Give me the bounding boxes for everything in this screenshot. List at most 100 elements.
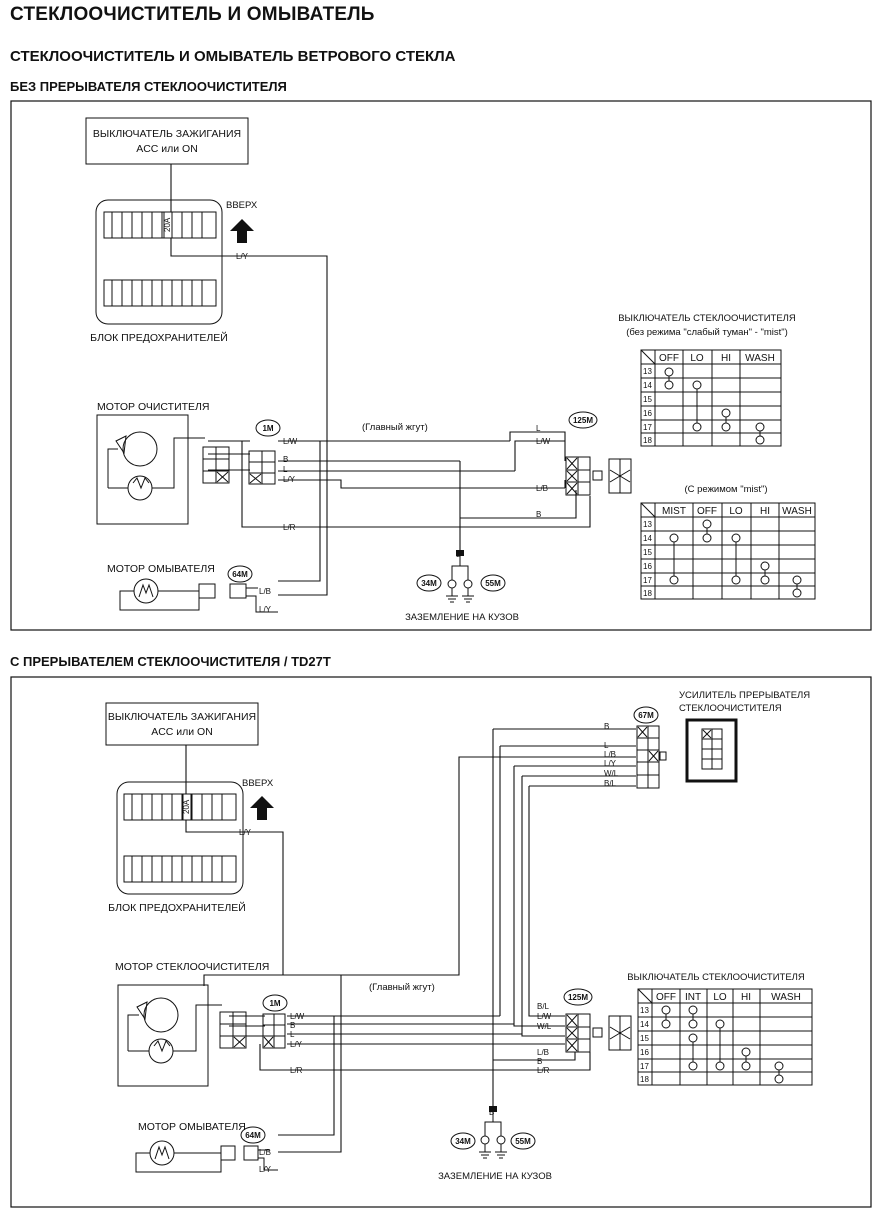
page-title: СТЕКЛООЧИСТИТЕЛЬ И ОМЫВАТЕЛЬ [10, 4, 375, 25]
svg-text:MIST: MIST [662, 506, 686, 517]
section1-frame [10, 100, 872, 631]
switch-note-1: (без режима "слабый туман" - "mist") [626, 327, 788, 338]
svg-text:W/L: W/L [604, 769, 619, 778]
connector-125m-2: 125M [563, 988, 632, 1053]
svg-text:B: B [283, 455, 288, 464]
svg-text:L/W: L/W [537, 1012, 552, 1021]
switch-title-1: ВЫКЛЮЧАТЕЛЬ СТЕКЛООЧИСТИТЕЛЯ [618, 313, 796, 324]
svg-text:14: 14 [643, 534, 652, 543]
svg-text:16: 16 [643, 409, 652, 418]
svg-text:L/Y: L/Y [283, 475, 296, 484]
svg-text:ВЫКЛЮЧАТЕЛЬ ЗАЖИГАНИЯ: ВЫКЛЮЧАТЕЛЬ ЗАЖИГАНИЯ [108, 711, 256, 723]
svg-text:17: 17 [640, 1062, 649, 1071]
svg-text:WASH: WASH [745, 353, 775, 364]
page-subtitle: СТЕКЛООЧИСТИТЕЛЬ И ОМЫВАТЕЛЬ ВЕТРОВОГО С… [10, 48, 456, 65]
ignition-switch-1: ВЫКЛЮЧАТЕЛЬ ЗАЖИГАНИЯ ACC или ON [85, 117, 249, 165]
svg-text:INT: INT [685, 992, 701, 1003]
switch-title-2: ВЫКЛЮЧАТЕЛЬ СТЕКЛООЧИСТИТЕЛЯ [627, 972, 805, 983]
svg-text:34M: 34M [421, 579, 437, 588]
svg-text:64M: 64M [232, 570, 248, 579]
svg-text:1M: 1M [269, 999, 280, 1008]
connector-125m-1: 125M [565, 411, 632, 496]
svg-text:B: B [290, 1021, 295, 1030]
washer-motor-2: 64M [135, 1126, 278, 1173]
svg-text:B: B [489, 1108, 494, 1117]
main-harness-label-2: (Главный жгут) [369, 982, 435, 993]
section2-diagram: ВЫКЛЮЧАТЕЛЬ ЗАЖИГАНИЯ ACC или ON 20A БЛО… [10, 676, 872, 1208]
fuse-block-2: 20A [116, 781, 244, 895]
switch-table-2: OFF INT LO HI WASH 13 14 15 16 17 18 [637, 988, 813, 1086]
arrow-up-icon [230, 219, 254, 243]
svg-text:OFF: OFF [656, 992, 676, 1003]
washer-motor-label-2: МОТОР ОМЫВАТЕЛЯ [138, 1121, 246, 1133]
svg-text:L/B: L/B [537, 1048, 549, 1057]
svg-text:125M: 125M [573, 416, 593, 425]
svg-text:18: 18 [643, 436, 652, 445]
svg-text:16: 16 [643, 562, 652, 571]
svg-text:67M: 67M [638, 711, 654, 720]
wires-2 [185, 728, 636, 1153]
svg-text:15: 15 [643, 395, 652, 404]
connector-1m-1: 1M [248, 419, 281, 485]
fuse-block-label-2: БЛОК ПРЕДОХРАНИТЕЛЕЙ [108, 901, 246, 914]
wiper-motor-2 [117, 984, 247, 1087]
svg-text:WASH: WASH [782, 506, 812, 517]
fuse-20a-1: 20A [163, 217, 172, 232]
fuse-block-label-1: БЛОК ПРЕДОХРАНИТЕЛЕЙ [90, 331, 228, 344]
svg-text:13: 13 [643, 367, 652, 376]
svg-text:WASH: WASH [771, 992, 801, 1003]
svg-text:L: L [283, 465, 288, 474]
svg-text:L/Y: L/Y [259, 605, 272, 614]
svg-text:L/B: L/B [536, 484, 548, 493]
svg-text:L/Y: L/Y [236, 252, 249, 261]
svg-text:17: 17 [643, 423, 652, 432]
svg-text:L: L [290, 1030, 295, 1039]
svg-text:ACC или ON: ACC или ON [136, 143, 198, 155]
ground-label-2: ЗАЗЕМЛЕНИЕ НА КУЗОВ [438, 1171, 552, 1182]
svg-text:34M: 34M [455, 1137, 471, 1146]
svg-text:18: 18 [643, 589, 652, 598]
switch-table-mist-1: MIST OFF LO HI WASH 13 14 15 16 17 18 [640, 502, 816, 600]
main-harness-label-1: (Главный жгут) [362, 422, 428, 433]
svg-text:1M: 1M [262, 424, 273, 433]
section1-diagram: ВЫКЛЮЧАТЕЛЬ ЗАЖИГАНИЯ ACC или ON 20A БЛО… [10, 100, 872, 631]
svg-text:64M: 64M [245, 1131, 261, 1140]
ground-label-1: ЗАЗЕМЛЕНИЕ НА КУЗОВ [405, 612, 519, 623]
svg-text:15: 15 [640, 1034, 649, 1043]
svg-text:13: 13 [643, 520, 652, 529]
svg-text:B: B [536, 510, 541, 519]
svg-text:L/B: L/B [604, 750, 616, 759]
up-label-2: ВВЕРХ [242, 778, 274, 789]
svg-text:ACC или ON: ACC или ON [151, 726, 213, 738]
svg-text:HI: HI [741, 992, 751, 1003]
fuse-block-1: 20A [95, 199, 223, 325]
svg-text:15: 15 [643, 548, 652, 557]
svg-text:14: 14 [643, 381, 652, 390]
svg-text:LO: LO [729, 506, 743, 517]
svg-text:OFF: OFF [697, 506, 717, 517]
amplifier-label-2: СТЕКЛООЧИСТИТЕЛЯ [679, 703, 782, 714]
section1-title: БЕЗ ПРЕРЫВАТЕЛЯ СТЕКЛООЧИСТИТЕЛЯ [10, 79, 287, 94]
svg-text:L/Y: L/Y [604, 759, 617, 768]
switch-table-1: OFF LO HI WASH 13 14 15 16 17 18 [640, 349, 782, 447]
svg-text:L/B: L/B [259, 1148, 271, 1157]
mist-note-1: (С режимом "mist") [684, 484, 767, 495]
svg-text:L/B: L/B [259, 587, 271, 596]
svg-text:L: L [536, 424, 541, 433]
wire-labels-2: L/Y L/W B L L/Y L/R B L L/B L/Y W/L B/L … [239, 722, 619, 1174]
svg-text:L/W: L/W [283, 437, 298, 446]
svg-text:55M: 55M [485, 579, 501, 588]
svg-text:L/W: L/W [536, 437, 551, 446]
amplifier-label-1: УСИЛИТЕЛЬ ПРЕРЫВАТЕЛЯ [679, 690, 810, 701]
svg-text:OFF: OFF [659, 353, 679, 364]
svg-text:17: 17 [643, 576, 652, 585]
svg-text:55M: 55M [515, 1137, 531, 1146]
svg-text:ВЫКЛЮЧАТЕЛЬ ЗАЖИГАНИЯ: ВЫКЛЮЧАТЕЛЬ ЗАЖИГАНИЯ [93, 128, 241, 140]
svg-text:16: 16 [640, 1048, 649, 1057]
section2-title: С ПРЕРЫВАТЕЛЕМ СТЕКЛООЧИСТИТЕЛЯ / TD27T [10, 654, 331, 669]
svg-text:L/Y: L/Y [239, 828, 252, 837]
svg-text:B/L: B/L [537, 1002, 550, 1011]
svg-text:L/R: L/R [283, 523, 296, 532]
fuse-20a-2: 20A [182, 799, 191, 814]
